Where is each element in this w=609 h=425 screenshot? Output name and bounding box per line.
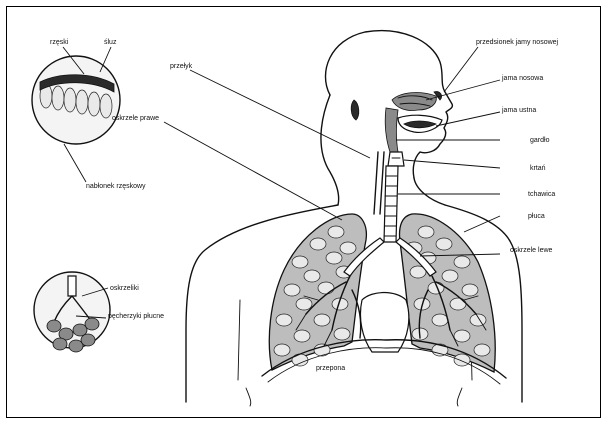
label-gardlo: gardło bbox=[530, 137, 550, 144]
label-jama-nosowa: jama nosowa bbox=[501, 75, 543, 82]
label-przepona: przepona bbox=[316, 365, 345, 372]
lung-cell bbox=[454, 354, 470, 366]
heart-space bbox=[360, 293, 408, 353]
lung-cell bbox=[292, 256, 308, 268]
label-tchawica: tchawica bbox=[528, 191, 555, 198]
lung-cell bbox=[334, 328, 350, 340]
label-sluz: śluz bbox=[104, 39, 117, 46]
lung-cell bbox=[310, 238, 326, 250]
ear-shape bbox=[351, 100, 359, 120]
label-rzeski: rzęski bbox=[50, 39, 69, 46]
label-przedsionek: przedsionek jamy nosowej bbox=[476, 39, 559, 46]
lung-cell bbox=[462, 284, 478, 296]
lung-cell bbox=[328, 226, 344, 238]
alveolus bbox=[47, 320, 61, 332]
lung-cell bbox=[284, 284, 300, 296]
cilia-cell bbox=[88, 92, 100, 116]
inset-alveoli bbox=[34, 272, 110, 352]
lung-cell bbox=[326, 252, 342, 264]
label-oskrzeliki: oskrzeliki bbox=[110, 285, 139, 292]
label-krtan: krtań bbox=[530, 165, 546, 172]
cilia-cell bbox=[76, 90, 88, 114]
lung-cell bbox=[474, 344, 490, 356]
lung-cell bbox=[436, 238, 452, 250]
lung-cell bbox=[274, 344, 290, 356]
label-oskrzele-lewe: oskrzele lewe bbox=[510, 247, 553, 254]
label-oskrzele-prawe: oskrzele prawe bbox=[112, 115, 159, 122]
inset-cilia bbox=[32, 56, 120, 144]
lung-cell bbox=[276, 314, 292, 326]
alveolus bbox=[53, 338, 67, 350]
lung-cell bbox=[296, 298, 312, 310]
alveolus bbox=[85, 318, 99, 330]
lung-cell bbox=[304, 270, 320, 282]
label-pecherzyki: pęcherzyki płucne bbox=[108, 313, 164, 320]
lung-cell bbox=[340, 242, 356, 254]
trachea-shape bbox=[384, 166, 398, 242]
lung-cell bbox=[442, 270, 458, 282]
pharynx-shape bbox=[385, 108, 398, 152]
lung-cell bbox=[454, 330, 470, 342]
cilia-cell bbox=[100, 94, 112, 118]
lung-cell bbox=[314, 314, 330, 326]
lung-cell bbox=[432, 314, 448, 326]
lung-cell bbox=[318, 282, 334, 294]
alveolus bbox=[81, 334, 95, 346]
label-jama-ustna: jama ustna bbox=[501, 107, 536, 114]
nasal-cavity-shape bbox=[392, 93, 436, 111]
cilia-cell bbox=[52, 86, 64, 110]
label-nablonek: nabłonek rzęskowy bbox=[86, 183, 146, 190]
lung-cell bbox=[418, 226, 434, 238]
lung-cell bbox=[470, 314, 486, 326]
lung-cell bbox=[454, 256, 470, 268]
lung-cell bbox=[294, 330, 310, 342]
trachea-bronchi bbox=[384, 166, 398, 242]
cilia-cell bbox=[64, 88, 76, 112]
label-pluca: płuca bbox=[528, 213, 545, 220]
label-przelyk: przełyk bbox=[170, 63, 193, 70]
